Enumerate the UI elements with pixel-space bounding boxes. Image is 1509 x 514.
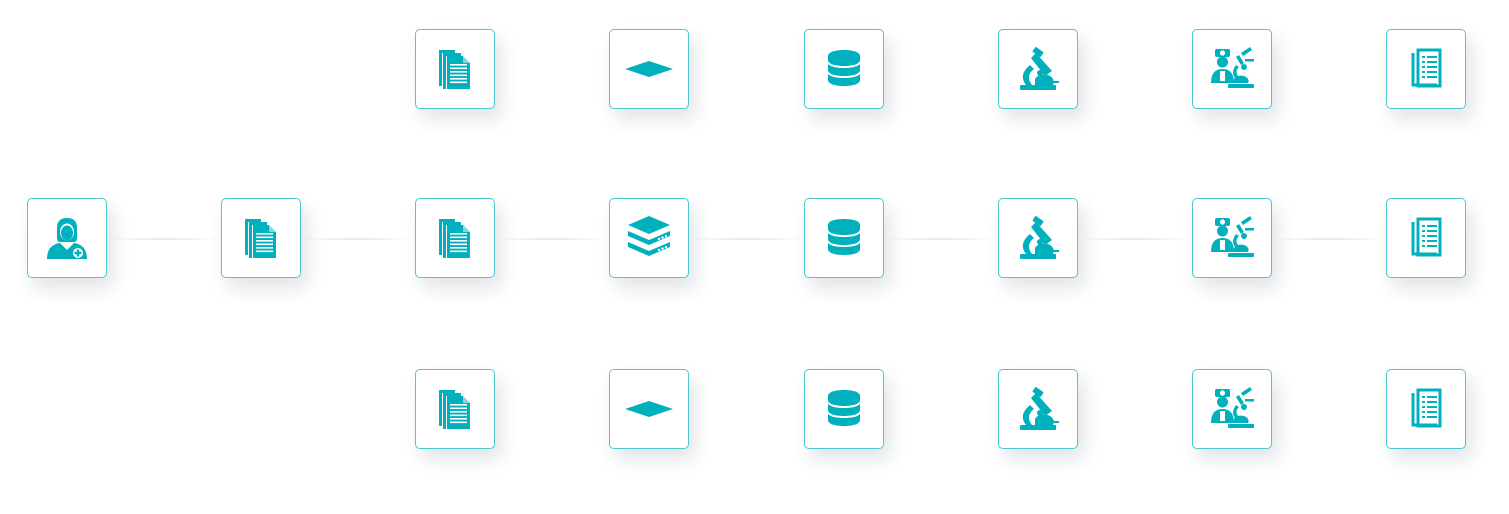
connector — [301, 238, 414, 240]
connector — [884, 238, 997, 240]
report-icon — [1400, 43, 1452, 95]
database-icon — [818, 212, 870, 264]
connector — [1078, 238, 1191, 240]
node-layer[interactable] — [609, 369, 689, 449]
document-stack-icon — [235, 212, 287, 264]
node-layer[interactable] — [609, 29, 689, 109]
layer-icon — [623, 383, 675, 435]
connector — [1272, 238, 1385, 240]
server-stack-icon — [623, 212, 675, 264]
node-documents[interactable] — [415, 29, 495, 109]
report-icon — [1400, 212, 1452, 264]
node-database[interactable] — [804, 369, 884, 449]
lab-scientist-icon — [1206, 383, 1258, 435]
node-documents[interactable] — [415, 369, 495, 449]
node-documents[interactable] — [415, 198, 495, 278]
connector — [689, 238, 803, 240]
microscope-icon — [1012, 383, 1064, 435]
node-lab-scientist[interactable] — [1192, 198, 1272, 278]
layer-icon — [623, 43, 675, 95]
node-report[interactable] — [1386, 369, 1466, 449]
node-microscope[interactable] — [998, 369, 1078, 449]
node-server-stack[interactable] — [609, 198, 689, 278]
node-nurse[interactable] — [27, 198, 107, 278]
node-lab-scientist[interactable] — [1192, 29, 1272, 109]
lab-scientist-icon — [1206, 43, 1258, 95]
report-icon — [1400, 383, 1452, 435]
connector — [107, 238, 220, 240]
node-microscope[interactable] — [998, 29, 1078, 109]
document-stack-icon — [429, 212, 481, 264]
connector — [495, 238, 608, 240]
node-microscope[interactable] — [998, 198, 1078, 278]
node-documents[interactable] — [221, 198, 301, 278]
database-icon — [818, 383, 870, 435]
node-report[interactable] — [1386, 198, 1466, 278]
lab-scientist-icon — [1206, 212, 1258, 264]
nurse-icon — [41, 212, 93, 264]
database-icon — [818, 43, 870, 95]
microscope-icon — [1012, 43, 1064, 95]
node-report[interactable] — [1386, 29, 1466, 109]
node-database[interactable] — [804, 29, 884, 109]
node-lab-scientist[interactable] — [1192, 369, 1272, 449]
document-stack-icon — [429, 43, 481, 95]
document-stack-icon — [429, 383, 481, 435]
microscope-icon — [1012, 212, 1064, 264]
node-database[interactable] — [804, 198, 884, 278]
